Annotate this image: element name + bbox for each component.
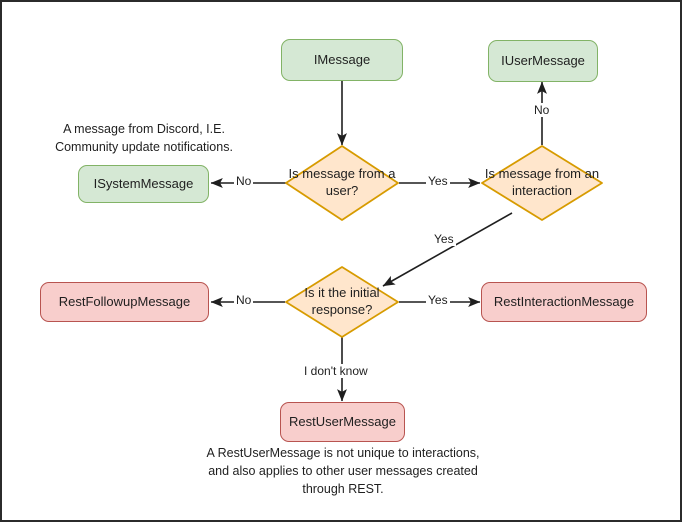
node-restfollowupmessage-label: RestFollowupMessage — [58, 293, 191, 309]
node-isystemmessage-label: ISystemMessage — [93, 175, 194, 191]
edge-label-from-user-no: No — [234, 174, 254, 188]
node-restusermessage-label: RestUserMessage — [289, 413, 396, 429]
node-isystemmessage[interactable]: ISystemMessage — [78, 165, 209, 203]
edge-label-initial-response-yes: Yes — [426, 293, 450, 307]
decision-from-user-label: Is message from a user? — [288, 166, 396, 198]
edge-from-interaction-yes-to-initial-response — [382, 212, 513, 287]
decision-from-interaction-label: Is message from an interaction — [484, 166, 600, 198]
node-restinteractionmessage-label: RestInteractionMessage — [493, 293, 635, 309]
diamond-shape-from-interaction — [481, 145, 603, 221]
diamond-shape-from-user — [285, 145, 399, 221]
decision-is-message-from-a-user[interactable]: Is message from a user? — [284, 144, 400, 222]
decision-is-message-from-an-interaction[interactable]: Is message from an interaction — [480, 144, 604, 222]
node-imessage[interactable]: IMessage — [281, 39, 403, 81]
node-imessage-label: IMessage — [313, 51, 371, 67]
edge-label-i-dont-know: I don't know — [302, 364, 370, 378]
node-restfollowupmessage[interactable]: RestFollowupMessage — [40, 282, 209, 322]
node-iusermessage-label: IUserMessage — [501, 52, 585, 68]
node-restinteractionmessage[interactable]: RestInteractionMessage — [481, 282, 647, 322]
edge-label-from-user-yes: Yes — [426, 174, 450, 188]
decision-is-it-the-initial-response[interactable]: Is it the initial response? — [284, 265, 400, 339]
node-restusermessage[interactable]: RestUserMessage — [280, 402, 405, 442]
edge-label-from-interaction-no: No — [532, 103, 552, 117]
note-rest-user-message: A RestUserMessage is not unique to inter… — [206, 446, 480, 496]
edge-label-from-interaction-yes: Yes — [432, 232, 456, 246]
edge-label-initial-response-no: No — [234, 293, 254, 307]
decision-initial-response-label: Is it the initial response? — [304, 285, 380, 317]
note-system-message: A message from Discord, I.E. Community u… — [55, 122, 233, 154]
node-iusermessage[interactable]: IUserMessage — [488, 40, 598, 82]
